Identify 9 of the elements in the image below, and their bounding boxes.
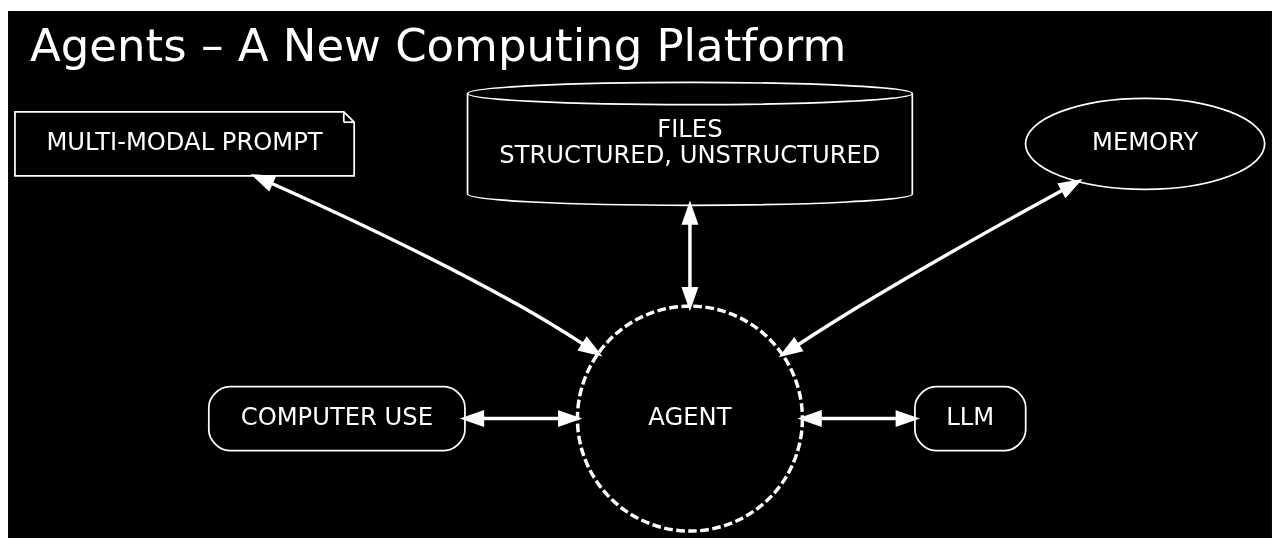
arrow [778, 179, 1083, 358]
arrow [797, 410, 920, 428]
arrow [459, 410, 583, 428]
diagram-title: Agents – A New Computing Platform [30, 18, 847, 72]
arrow [250, 174, 603, 357]
node-box: LLM [914, 385, 1027, 452]
node-box: COMPUTER USE [207, 385, 466, 452]
arrow [681, 200, 699, 312]
node-ellipse: MEMORY [1024, 97, 1266, 191]
